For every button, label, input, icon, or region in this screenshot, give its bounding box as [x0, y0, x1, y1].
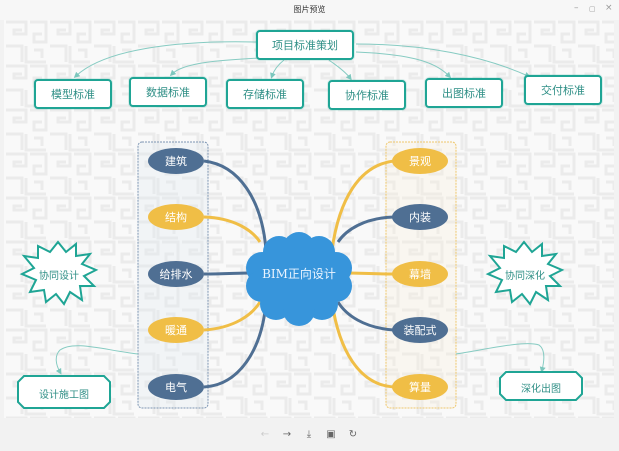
- design-drawings-octagon: [17, 375, 111, 409]
- previous-image-button[interactable]: ←: [260, 428, 270, 440]
- download-button[interactable]: ⤓: [306, 428, 312, 440]
- discipline-hvac: 暖通: [148, 317, 204, 343]
- standard-box-model: 模型标准: [34, 79, 112, 109]
- branch-structure: [203, 215, 262, 243]
- detail-drawings-octagon: [499, 371, 583, 401]
- discipline-plumbing: 给排水: [148, 261, 204, 287]
- branch-prefab: [336, 301, 395, 332]
- right-collab-starburst: [485, 240, 565, 306]
- design-drawings-label: 设计施工图: [39, 390, 89, 401]
- right-collab-label: 协同深化: [505, 271, 545, 282]
- standard-box-drawing: 出图标准: [425, 78, 503, 108]
- rotate-button[interactable]: ↻: [348, 428, 358, 440]
- branch-architecture: [203, 159, 268, 251]
- minimize-button[interactable]: –: [574, 3, 579, 13]
- connector-to-data-standard: [169, 57, 261, 77]
- title-bar: 图片预览 – ▢ ×: [0, 0, 619, 20]
- discipline-curtain-wall: 幕墙: [392, 261, 448, 287]
- close-button[interactable]: ×: [605, 3, 613, 13]
- discipline-electrical: 电气: [148, 374, 204, 400]
- center-cloud-shape: [246, 232, 352, 326]
- discipline-interior: 内装: [392, 204, 448, 230]
- fit-to-window-button[interactable]: ▣: [326, 428, 336, 440]
- window-title: 图片预览: [293, 5, 326, 14]
- preview-toolbar: ← → ⤓ ▣ ↻: [0, 418, 619, 451]
- branch-quantity: [330, 301, 395, 389]
- left-collab-label: 协同设计: [39, 271, 79, 282]
- standard-box-data: 数据标准: [129, 77, 207, 107]
- connector-to-collab-standard: [328, 59, 352, 81]
- left-collab-starburst: [19, 240, 99, 306]
- discipline-architecture: 建筑: [148, 148, 204, 174]
- standard-box-delivery: 交付标准: [524, 75, 602, 105]
- connector-to-detail-drawings: [455, 343, 546, 373]
- connector-to-model-standard: [73, 41, 257, 79]
- discipline-quantity: 算量: [392, 374, 448, 400]
- maximize-button[interactable]: ▢: [589, 5, 596, 13]
- discipline-structure: 结构: [148, 204, 204, 230]
- standard-box-collaboration: 协作标准: [328, 80, 406, 110]
- branch-landscape: [330, 159, 395, 251]
- branch-interior: [336, 215, 395, 243]
- next-image-button[interactable]: →: [282, 428, 292, 440]
- connector-to-drawing-standard: [355, 51, 452, 79]
- discipline-landscape: 景观: [392, 148, 448, 174]
- center-topic-label: BIM正向设计: [262, 267, 336, 281]
- detail-drawings-label: 深化出图: [521, 384, 561, 395]
- connector-to-storage-standard: [270, 59, 285, 79]
- discipline-prefab: 装配式: [392, 317, 448, 343]
- branch-curtain-wall: [347, 271, 395, 276]
- standard-box-storage: 存储标准: [226, 79, 304, 109]
- branch-electrical: [203, 301, 268, 389]
- image-canvas: 项目标准策划 模型标准 数据标准 存储标准 协作标准 出图标准 交付标准 建筑 …: [4, 20, 614, 418]
- branch-hvac: [203, 301, 262, 332]
- connector-to-design-drawings: [55, 345, 139, 375]
- connector-to-delivery-standard: [355, 43, 531, 78]
- project-standard-planning-box: 项目标准策划: [256, 30, 354, 60]
